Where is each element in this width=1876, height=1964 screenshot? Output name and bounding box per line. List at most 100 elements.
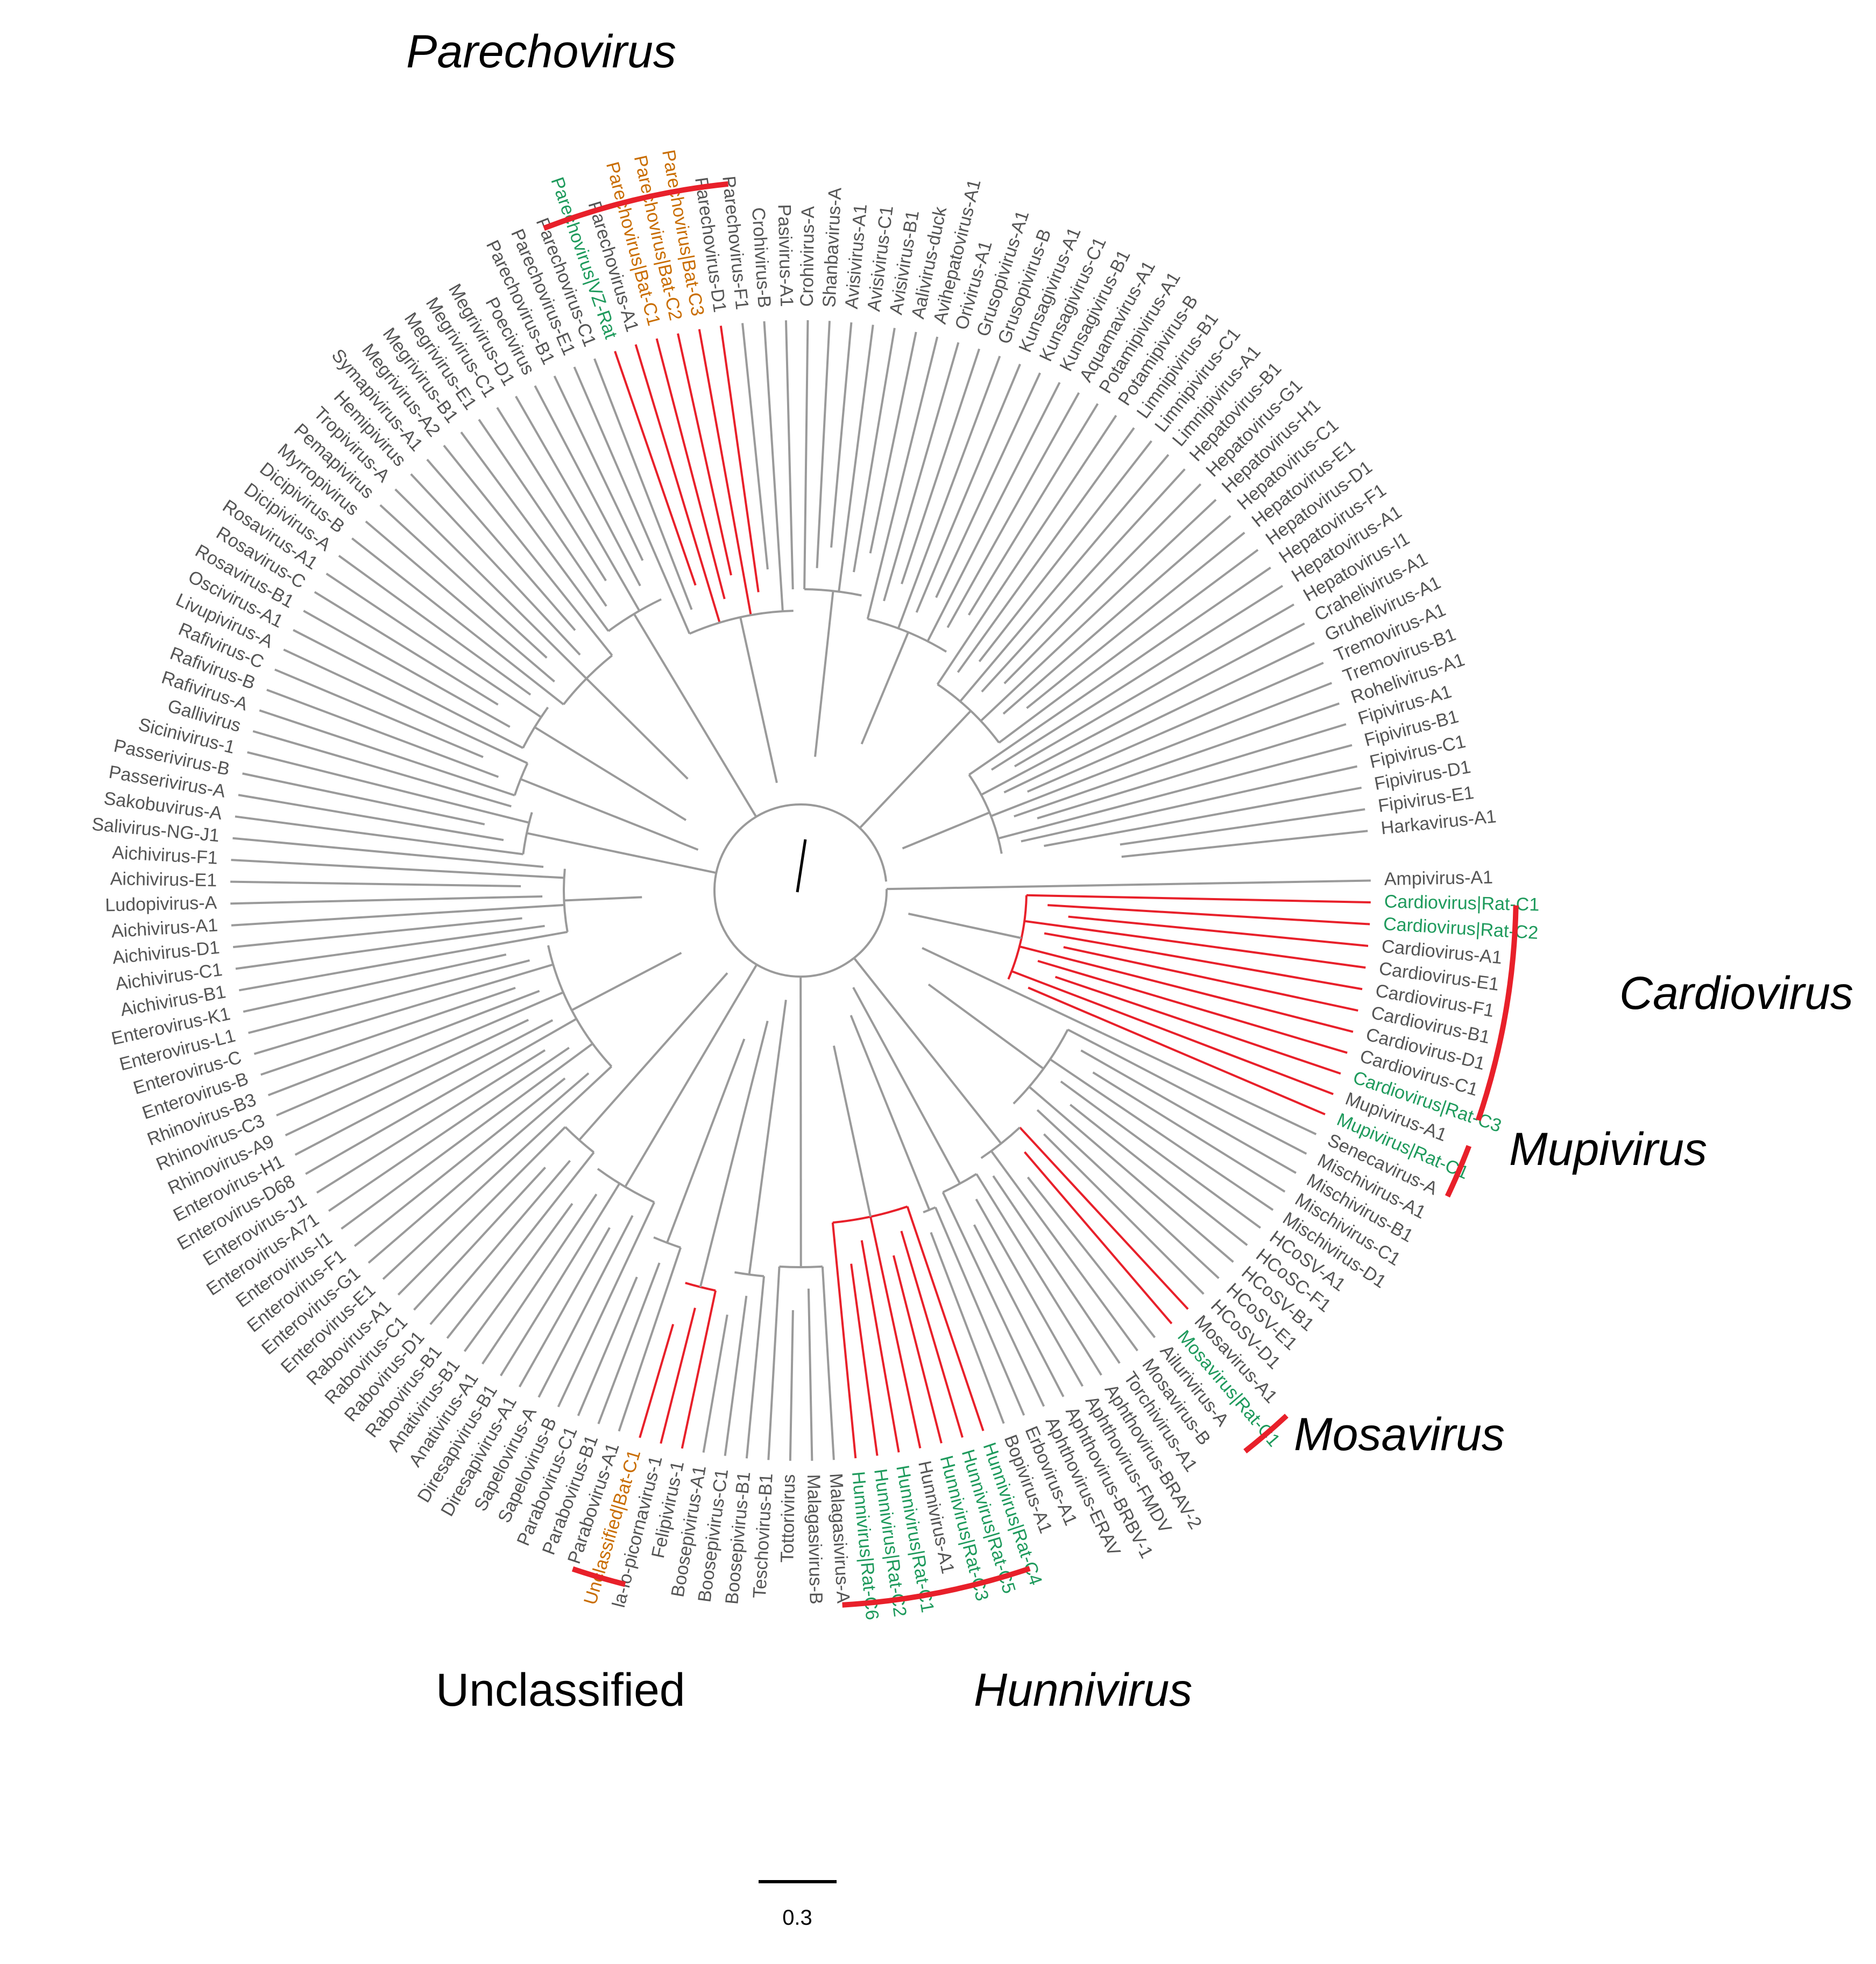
leaf-branch [816, 321, 831, 568]
internal-branch [520, 778, 699, 851]
internal-branch [886, 887, 940, 891]
internal-branch [699, 1020, 769, 1288]
leaf-branch [231, 903, 564, 927]
leaf-branch [789, 1310, 794, 1461]
leaf-branch [698, 329, 752, 616]
leaf-branch [1063, 946, 1358, 1012]
leaf-branch [981, 468, 1186, 693]
leaf-branch [719, 326, 760, 592]
leaf-branch [975, 1173, 1102, 1376]
clade-connector [653, 1236, 681, 1249]
leaf-branch [553, 375, 644, 561]
scale-bar-label: 0.3 [782, 1906, 812, 1930]
leaf-branch [593, 358, 693, 610]
leaf-branch [941, 1191, 1045, 1407]
leaf-branch [1002, 515, 1231, 715]
leaf-branch [443, 444, 613, 656]
leaf-branch [429, 1160, 571, 1325]
leaf-branch [482, 1193, 598, 1365]
leaf-branch [784, 320, 794, 590]
clade-label-hunnivirus: Hunnivirus [974, 1664, 1192, 1716]
leaf-branch [1028, 986, 1326, 1115]
leaf-branch [975, 1198, 1084, 1387]
leaf-branch [957, 427, 1135, 673]
leaf-branch [314, 591, 499, 706]
internal-branch [585, 677, 689, 780]
leaf-branch [1121, 830, 1368, 858]
leaf-branch [807, 1288, 813, 1461]
leaf-branch [365, 520, 555, 683]
leaf-branch [1036, 1109, 1220, 1280]
leaf-branch [973, 1224, 1065, 1397]
leaf-branch [1026, 532, 1245, 709]
leaf-branch [1049, 1058, 1274, 1211]
leaf-branch [767, 1266, 781, 1460]
cardiovirus-arc [1475, 905, 1519, 1121]
leaf-branch [252, 730, 512, 808]
leaf-branch [1044, 786, 1362, 847]
leaf-label: Crohivirus-B [748, 207, 775, 308]
leaf-branch [397, 1126, 567, 1296]
leaf-branch [446, 1151, 595, 1339]
internal-branch [853, 957, 1002, 1145]
leaf-label: Malagasivirus-B [803, 1474, 826, 1605]
leaf-branch [936, 414, 1117, 685]
internal-branch [902, 811, 990, 850]
internal-branch [739, 617, 778, 783]
leaf-branch [1019, 945, 1354, 1033]
leaf-branch [935, 372, 1041, 598]
leaf-branch [926, 382, 1061, 642]
leaf-branch [303, 610, 511, 728]
internal-branch [922, 947, 1103, 1034]
leaf-branch [410, 473, 581, 656]
leaf-branch [869, 1216, 922, 1449]
leaf-branch [946, 392, 1080, 628]
leaf-branch [883, 342, 960, 602]
internal-branch [908, 913, 1022, 939]
leaf-branch [1043, 1133, 1205, 1295]
leaf-branch [618, 1247, 682, 1432]
leaf-branch [557, 1202, 655, 1408]
leaf-branch [980, 623, 1305, 796]
leaf-branch [980, 499, 1217, 722]
leaf-branch [515, 395, 641, 612]
internal-branch [526, 832, 717, 874]
leaf-branch [1047, 904, 1370, 926]
leaf-branch [235, 815, 523, 856]
leaf-branch [351, 537, 564, 705]
leaf-branch [231, 859, 564, 879]
clade-label-parechovirus: Parechovirus [406, 26, 676, 77]
leaf-branch [276, 991, 564, 1117]
leaf-branch [573, 366, 691, 634]
internal-branch [748, 999, 787, 1275]
leaf-branch [294, 1019, 554, 1156]
hunnivirus-arc [842, 1566, 1031, 1608]
internal-branch [578, 972, 728, 1141]
internal-branch [814, 591, 834, 757]
leaf-branch [338, 555, 532, 696]
clade-label-mosavirus: Mosavirus [1294, 1409, 1505, 1460]
leaf-branch [763, 321, 784, 612]
leaf-branch [821, 1266, 835, 1460]
leaf-branch [413, 1167, 547, 1311]
leaf-branch [577, 1276, 638, 1416]
clade-connector [923, 1206, 936, 1213]
leaf-label: Ampivirus-A1 [1384, 867, 1493, 890]
leaf-branch [990, 584, 1284, 771]
leaf-label: Teschovirus-B1 [749, 1473, 777, 1599]
leaf-branch [901, 348, 981, 584]
leaf-branch [866, 336, 939, 619]
leaf-branch [1026, 894, 1371, 904]
clade-label-cardiovirus: Cardiovirus [1619, 967, 1853, 1019]
clade-label-mupivirus: Mupivirus [1509, 1124, 1707, 1175]
leaf-branch [906, 1206, 985, 1431]
leaf-branch [614, 351, 697, 586]
leaf-branch [639, 1324, 675, 1438]
leaf-label: Ludopivirus-A [105, 893, 217, 916]
leaf-branch [233, 917, 522, 949]
leaf-branch [869, 331, 917, 554]
leaf-branch [978, 440, 1152, 662]
leaf-branch [1092, 1071, 1286, 1193]
leaf-branch [940, 879, 1371, 889]
leaf-label: Crohivirus-A [797, 206, 818, 307]
